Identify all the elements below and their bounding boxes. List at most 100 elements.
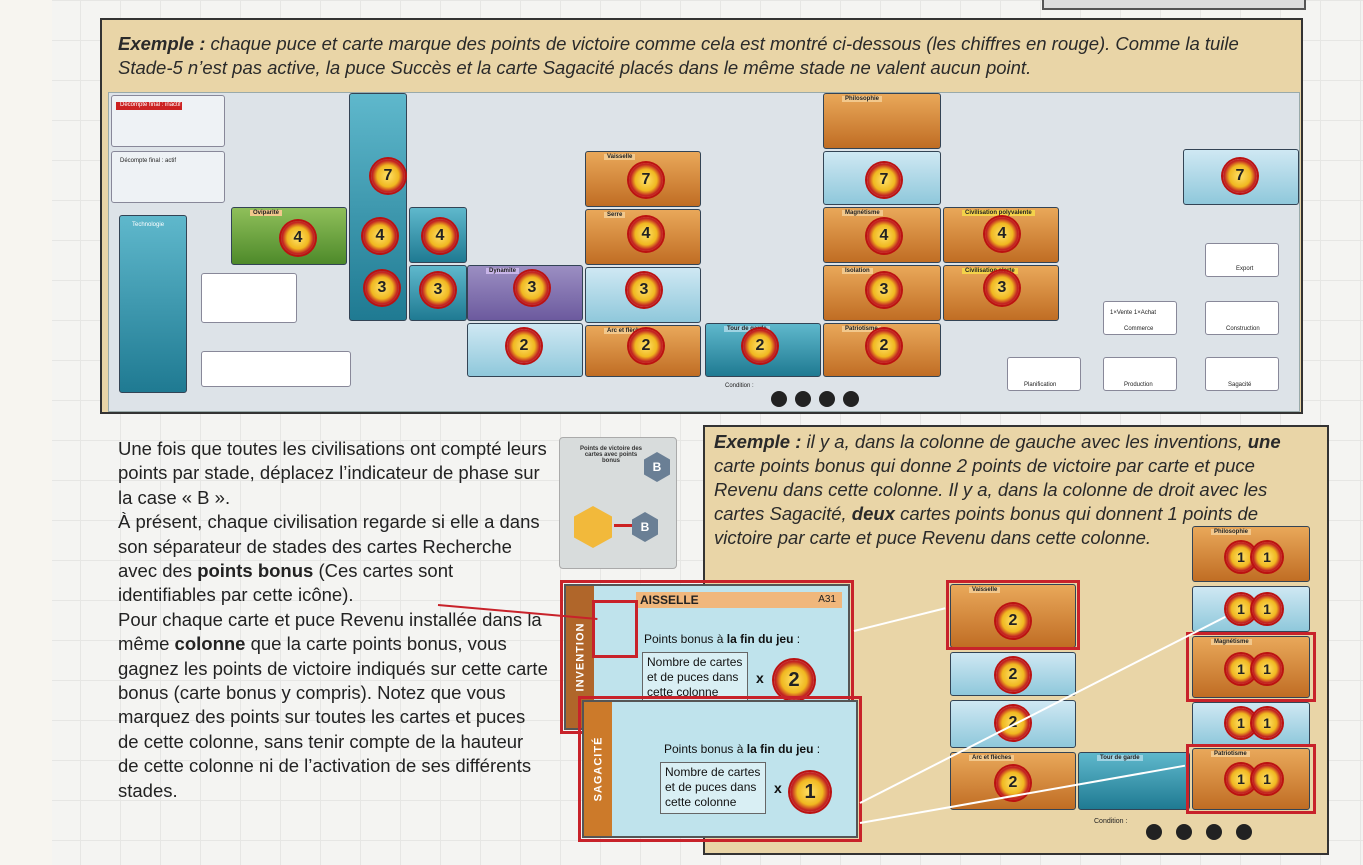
example-1-body: chaque puce et carte marque des points d… <box>118 33 1239 78</box>
rules-paragraph-3-end: que la carte points bonus, vous gagnez l… <box>118 633 548 801</box>
zoom-card-1-multiply: x <box>756 670 764 686</box>
example-2-part-2: carte points bonus qui donne 2 points de… <box>714 455 1268 524</box>
arrow-right-icon <box>614 524 636 527</box>
card-patriotisme-title: Patriotisme <box>842 326 881 332</box>
rules-paragraph-3: Pour chaque carte et puce Revenu install… <box>118 608 542 655</box>
card-vaisselle: Vaisselle <box>585 151 701 207</box>
score-badge: 7 <box>1223 159 1257 193</box>
example-2-text: Exemple : il y a, dans la colonne de gau… <box>714 430 1314 550</box>
rules-paragraph-2-end: (Ces cartes sont identifiables par cette… <box>118 560 454 606</box>
phase-b-target: B <box>632 512 658 542</box>
mini-slot-1 <box>1146 824 1162 840</box>
construction-label: Construction <box>1226 326 1260 332</box>
technologie-panel: Technologie <box>119 215 187 393</box>
tile-vente: 1×Vente 1×Achat Commerce <box>1103 301 1177 335</box>
zoom-card-2-count-box: Nombre de cartes et de puces dans cette … <box>660 762 766 814</box>
score-badge: 1 <box>1226 654 1256 684</box>
export-label: Export <box>1236 266 1254 272</box>
score-badge: 3 <box>867 273 901 307</box>
score-badge: 1 <box>1252 542 1282 572</box>
sagacite-label: Sagacité <box>1228 382 1252 388</box>
score-badge: 1 <box>1226 764 1256 794</box>
score-badge: 4 <box>423 219 457 253</box>
score-badge: 3 <box>515 271 549 305</box>
rules-paragraph-1: Une fois que toutes les civilisations on… <box>118 438 547 508</box>
icon-box-text: Points de victoire des cartes avec point… <box>579 446 643 464</box>
callout-patriotisme <box>1186 744 1316 814</box>
callout-vaisselle <box>946 580 1080 650</box>
tile-sagacite: Sagacité <box>1205 357 1279 391</box>
bonus-points-icon-box: Points de victoire des cartes avec point… <box>559 437 677 569</box>
card-serre-title: Serre <box>604 212 626 218</box>
zoom-card-1-bonus-line: Points bonus à la fin du jeu : <box>644 632 800 646</box>
zoom-card-2-multiply: x <box>774 780 782 796</box>
zoom-card-1-header: AISSELLE A31 <box>636 592 842 608</box>
score-badge: 3 <box>627 273 661 307</box>
zoom-2-bonus-pre: Points bonus à <box>664 742 747 756</box>
zoom-2-bonus-post: : <box>813 742 821 756</box>
mini-card-philosophie: Philosophie <box>1192 526 1310 582</box>
hexagon-token-icon <box>574 506 612 548</box>
final-active-label: Décompte final : actif <box>120 158 177 164</box>
score-badge: 2 <box>629 329 663 363</box>
slot-2 <box>795 391 811 407</box>
callout-bonus-icon <box>592 600 638 658</box>
score-badge: 4 <box>363 219 397 253</box>
points-bonus-bold: points bonus <box>197 560 314 582</box>
card-philosophie-title: Philosophie <box>842 96 883 102</box>
score-badge: 1 <box>1226 594 1256 624</box>
zoom-1-bonus-pre: Points bonus à <box>644 632 727 646</box>
example-2-label: Exemple : <box>714 431 802 452</box>
score-badge: 1 <box>1252 654 1282 684</box>
score-badge: 2 <box>743 329 777 363</box>
score-badge: 1 <box>1252 764 1282 794</box>
card-arc-title: Arc et flèches <box>604 328 650 334</box>
zoom-card-2-bonus-line: Points bonus à la fin du jeu : <box>664 742 820 756</box>
score-badge: 4 <box>985 217 1019 251</box>
score-badge: 3 <box>985 271 1019 305</box>
slot-3 <box>819 391 835 407</box>
card-dynamite-title: Dynamite <box>486 268 520 274</box>
zoom-card-1-value-badge: 2 <box>774 660 814 700</box>
final-inactive-label: Décompte final : inactif <box>120 102 181 108</box>
top-edge-box <box>1042 0 1306 10</box>
zoom-1-bonus-bold: la fin du jeu <box>726 632 794 646</box>
card-civ-alerte-title: Civilisation alerte <box>962 268 1018 274</box>
card-philosophie: Philosophie <box>823 93 941 149</box>
score-badge: 1 <box>1226 708 1256 738</box>
score-badge: 1 <box>1226 542 1256 572</box>
planification-label: Planification <box>1024 382 1057 388</box>
vente-label: 1×Vente 1×Achat <box>1110 310 1157 316</box>
example-2-part-1: il y a, dans la colonne de gauche avec l… <box>801 431 1248 452</box>
score-badge: 4 <box>867 219 901 253</box>
mini-magnetisme-title: Magnétisme <box>1211 639 1252 645</box>
card-vaisselle-title: Vaisselle <box>604 154 636 160</box>
callout-magnetisme <box>1186 632 1316 702</box>
stage-bar-1 <box>201 273 297 323</box>
mini-arc-title: Arc et flèches <box>969 755 1015 761</box>
mini-slot-3 <box>1206 824 1222 840</box>
game-board: Décompte final : inactif Décompte final … <box>108 92 1300 412</box>
mini-philosophie-title: Philosophie <box>1211 529 1252 535</box>
tile-export: Export <box>1205 243 1279 277</box>
score-badge: 7 <box>867 163 901 197</box>
score-badge: 3 <box>421 273 455 307</box>
slot-1 <box>771 391 787 407</box>
score-badge: 2 <box>996 658 1030 692</box>
tile-planification: Planification <box>1007 357 1081 391</box>
score-badge: 7 <box>371 159 405 193</box>
card-tour-title: Tour de garde <box>724 326 770 332</box>
score-badge: 1 <box>1252 594 1282 624</box>
mini-condition-label: Condition : <box>1094 818 1128 825</box>
score-badge: 7 <box>629 163 663 197</box>
score-badge: 4 <box>281 221 315 255</box>
rules-paragraph-2: À présent, chaque civilisation regarde s… <box>118 511 540 582</box>
zoom-card-1-count-box: Nombre de cartes et de puces dans cette … <box>642 652 748 704</box>
score-badge: 4 <box>629 217 663 251</box>
colonne-bold: colonne <box>174 633 246 655</box>
rules-text: Une fois que toutes les civilisations on… <box>118 437 548 803</box>
example-2-bold-1: une <box>1247 431 1281 452</box>
phase-b-marker: B <box>644 452 670 482</box>
sagacite-sidebar: SAGACITÉ <box>584 702 612 836</box>
score-badge: 1 <box>1252 708 1282 738</box>
